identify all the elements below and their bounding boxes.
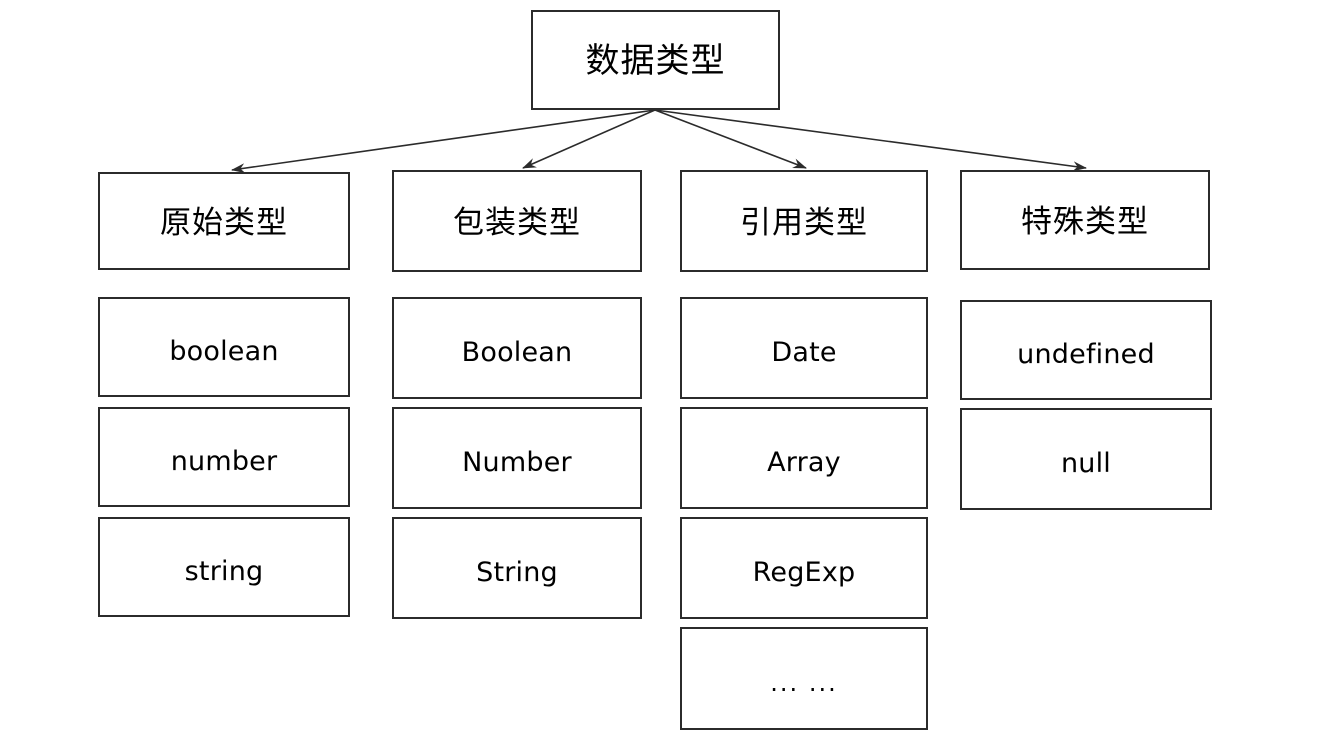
- leaf-node-1-1[interactable]: Number: [392, 407, 642, 509]
- leaf-node-3-1-label: null: [1060, 448, 1112, 480]
- leaf-node-2-0-label: Date: [771, 337, 837, 369]
- category-node-0[interactable]: 原始类型: [98, 172, 350, 270]
- leaf-node-1-1-label: Number: [462, 447, 572, 479]
- leaf-node-0-0[interactable]: boolean: [98, 297, 350, 397]
- root-node-data-types[interactable]: 数据类型: [531, 10, 780, 110]
- category-node-1[interactable]: 包装类型: [392, 170, 642, 272]
- leaf-node-0-2[interactable]: string: [98, 517, 350, 617]
- leaf-node-2-3-label: ... ...: [770, 669, 838, 698]
- edge-root-to-category-1: [522, 109, 656, 169]
- leaf-node-3-0-label: undefined: [1017, 339, 1155, 371]
- edge-root-to-category-0: [231, 109, 656, 174]
- category-node-2[interactable]: 引用类型: [680, 170, 928, 272]
- leaf-node-3-1[interactable]: null: [960, 408, 1212, 510]
- leaf-node-0-0-label: boolean: [169, 336, 279, 368]
- leaf-node-2-1[interactable]: Array: [680, 407, 928, 509]
- category-node-1-label: 包装类型: [453, 204, 581, 241]
- category-node-3[interactable]: 特殊类型: [960, 170, 1210, 270]
- leaf-node-0-2-label: string: [184, 556, 264, 588]
- leaf-node-1-2-label: String: [476, 557, 558, 589]
- edge-root-to-category-3: [654, 109, 1087, 172]
- category-node-2-label: 引用类型: [740, 204, 868, 241]
- category-node-0-label: 原始类型: [160, 204, 288, 241]
- leaf-node-1-2[interactable]: String: [392, 517, 642, 619]
- leaf-node-2-3[interactable]: ... ...: [680, 627, 928, 730]
- leaf-node-1-0[interactable]: Boolean: [392, 297, 642, 399]
- leaf-node-0-1[interactable]: number: [98, 407, 350, 507]
- leaf-node-1-0-label: Boolean: [461, 337, 573, 369]
- leaf-node-2-1-label: Array: [767, 447, 841, 479]
- leaf-node-3-0[interactable]: undefined: [960, 300, 1212, 400]
- leaf-node-2-2-label: RegExp: [752, 557, 856, 589]
- leaf-node-2-2[interactable]: RegExp: [680, 517, 928, 619]
- category-node-3-label: 特殊类型: [1021, 203, 1149, 240]
- leaf-node-0-1-label: number: [170, 446, 278, 478]
- root-node-data-types-label: 数据类型: [585, 41, 726, 82]
- edge-root-to-category-2: [654, 109, 807, 169]
- leaf-node-2-0[interactable]: Date: [680, 297, 928, 399]
